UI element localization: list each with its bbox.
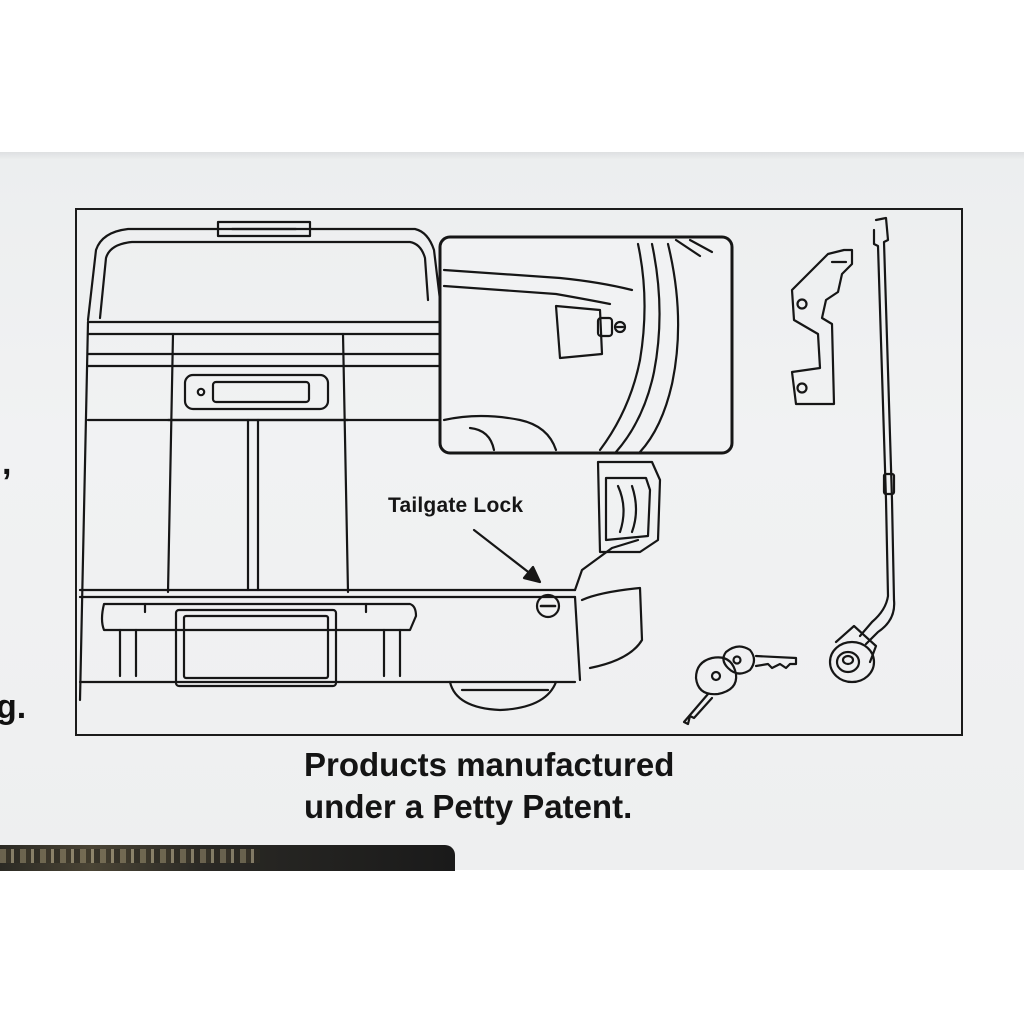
caption-line-2: under a Petty Patent.: [304, 788, 633, 825]
packaging-texture: [0, 849, 260, 863]
cropped-edge-text-lower: g.: [0, 688, 27, 726]
illustration-frame: [75, 208, 963, 736]
box-panel-edge-shadow: [0, 152, 1024, 160]
keys-icon: [682, 645, 798, 726]
vehicle-rear-drawing: [78, 220, 662, 712]
patent-caption: Products manufactured under a Petty Pate…: [304, 744, 764, 828]
tailgate-lock-label: Tailgate Lock: [388, 494, 524, 517]
cropped-edge-text-upper: ,: [2, 444, 12, 482]
caption-line-1: Products manufactured: [304, 746, 675, 783]
inset-detail-drawing: [438, 235, 734, 455]
lock-rod-part: [828, 216, 896, 684]
packaging-underlayer: [0, 845, 455, 871]
lock-bracket-part: [790, 248, 854, 406]
